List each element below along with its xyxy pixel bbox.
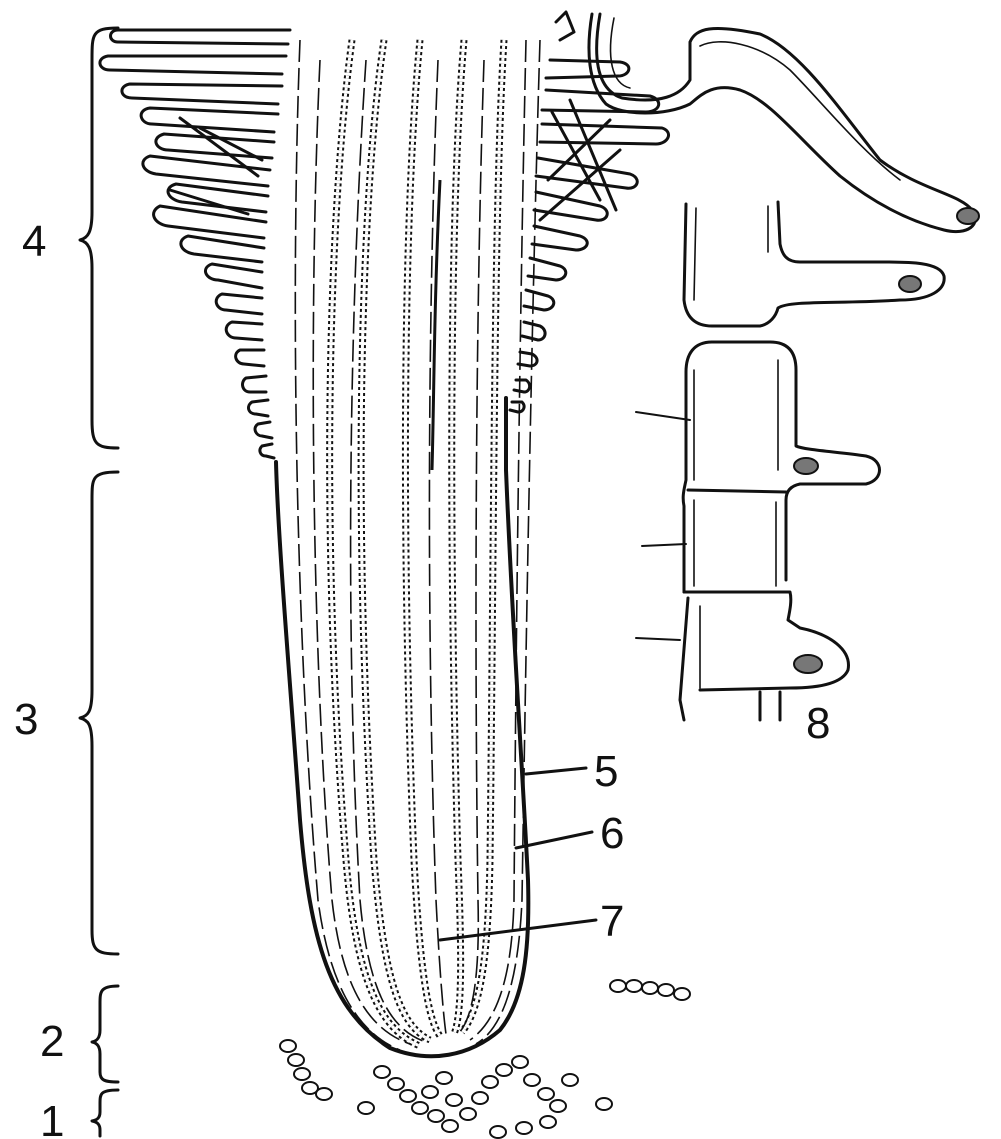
epidermal-cell-chain [680, 342, 880, 720]
nucleus [957, 208, 979, 224]
sloughed-cap-cells [280, 980, 690, 1138]
nucleus [794, 458, 818, 474]
cell-file-beaded [330, 40, 504, 1046]
zone-brackets [80, 28, 118, 1136]
nucleus [899, 276, 921, 292]
label-zone-3: 3 [14, 695, 38, 744]
bracket-zone-1 [92, 1090, 118, 1136]
cell-wall-ticks [636, 412, 690, 640]
label-zone-4: 4 [22, 217, 46, 266]
mature-root-hair [589, 14, 975, 232]
cell-files [295, 40, 540, 1050]
root-hair-development [589, 14, 979, 720]
label-zone-2: 2 [40, 1017, 64, 1066]
central-strand [432, 180, 440, 470]
label-6: 6 [600, 809, 624, 858]
nucleus [794, 655, 822, 673]
bracket-zone-4 [80, 28, 118, 448]
cell-file-beaded-inner [330, 40, 504, 1046]
label-zone-1: 1 [40, 1097, 64, 1139]
leader-5 [526, 768, 586, 774]
root-hairs-right [510, 12, 669, 412]
bracket-zone-2 [92, 986, 118, 1082]
leader-lines [440, 768, 596, 940]
root-hairs-left [100, 30, 290, 458]
young-root-hair [684, 202, 944, 326]
label-7: 7 [600, 897, 624, 946]
label-5: 5 [594, 747, 618, 796]
bracket-zone-3 [80, 472, 118, 954]
label-8: 8 [806, 699, 830, 748]
